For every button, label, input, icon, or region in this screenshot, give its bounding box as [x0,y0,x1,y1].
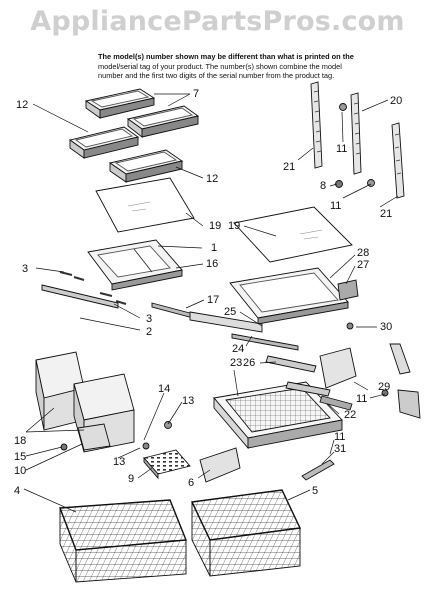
callout-22: 22 [344,409,356,421]
pan-guide [265,355,317,373]
callout-13-right: 13 [182,395,194,407]
clip-30 [346,322,354,330]
leader-lines [23,93,399,513]
crisper-cover-frame [87,239,183,291]
shelf-rail-left [310,81,323,169]
callout-12-left: 12 [16,99,28,111]
callout-28: 28 [357,247,369,259]
notice-line-1: The model(s) number shown may be differe… [98,52,354,61]
callout-31: 31 [334,443,346,455]
callout-20: 20 [390,95,402,107]
rail-end-left [389,343,411,375]
callout-7: 8 [320,180,326,192]
callout-21-left: 21 [283,161,295,173]
callout-10: 10 [14,465,26,477]
callout-19-left: 19 [209,220,221,232]
callout-9: 9 [128,473,134,485]
pan-support [301,459,335,481]
screw-11-top [339,103,347,111]
callout-18: 16 [206,258,218,270]
callout-21-right: 21 [380,208,392,220]
crisper-slide-left [41,284,119,309]
pan-trim-lower [231,333,299,351]
callout-5: 5 [312,485,318,497]
shelf-rail-right [391,122,405,199]
callout-4: 4 [14,485,20,497]
screw-7 [335,180,343,188]
callout-29: 29 [378,381,390,393]
callout-30: 30 [380,321,392,333]
callout-14: 14 [158,383,170,395]
callout-labels: 12 7 12 19 19 20 21 8 11 11 21 1 16 3 3 … [14,88,402,497]
callout-17: 17 [207,294,219,306]
shelf-upper-right [126,105,200,138]
glass-panel-left [95,177,195,233]
notice-line-2: model/serial tag of your product. The nu… [98,61,342,71]
callout-12-right: 12 [206,173,218,185]
wire-basket-right [190,489,302,577]
shelf-lower [108,149,184,183]
glass-panel-right [233,206,353,263]
callout-3-right: 3 [146,313,152,325]
callout-27: 27 [357,259,369,271]
shelf-upper-left [84,88,156,119]
meat-pan-cover [229,267,359,325]
meat-drawer [213,381,343,450]
pan-clip [319,395,353,411]
slide-bracket [319,347,357,389]
callout-23: 23 [230,357,242,369]
crisper-bin-left [35,351,85,431]
shelf-rail-center [350,92,362,175]
callout-25: 25 [224,306,236,318]
shelf-middle-left [68,126,140,159]
callout-11-right: 11 [356,393,367,405]
callout-1: 1 [211,242,217,254]
callout-13-left: 13 [113,456,125,468]
callout-26: 26 [243,357,255,369]
screw-13-upper [164,421,172,429]
callout-3-left: 3 [22,263,28,275]
model-notice: The model(s) number shown may be differe… [98,52,398,81]
wire-basket-left [59,499,187,583]
basket-divider [199,447,241,483]
pan-trim [189,311,263,333]
pan-glide [285,381,331,397]
humidity-slide [77,423,111,451]
callout-8: 6 [188,477,194,489]
callout-11-mid: 11 [330,200,341,212]
callout-24: 24 [232,343,244,355]
callout-16: 18 [14,435,26,447]
callout-19-right: 19 [228,220,240,232]
callout-11-top: 11 [336,143,347,155]
callout-6: 7 [193,88,199,100]
callout-2: 2 [146,326,152,338]
watermark: AppliancePartsPros.com [30,6,405,37]
notice-line-3: number and the first two digits of the s… [98,71,335,81]
callout-11-bottom: 11 [334,431,345,443]
shelf-9 [143,449,191,480]
rail-end-right [397,389,421,419]
screw-13-lower [142,442,150,450]
callout-15: 15 [14,451,26,463]
